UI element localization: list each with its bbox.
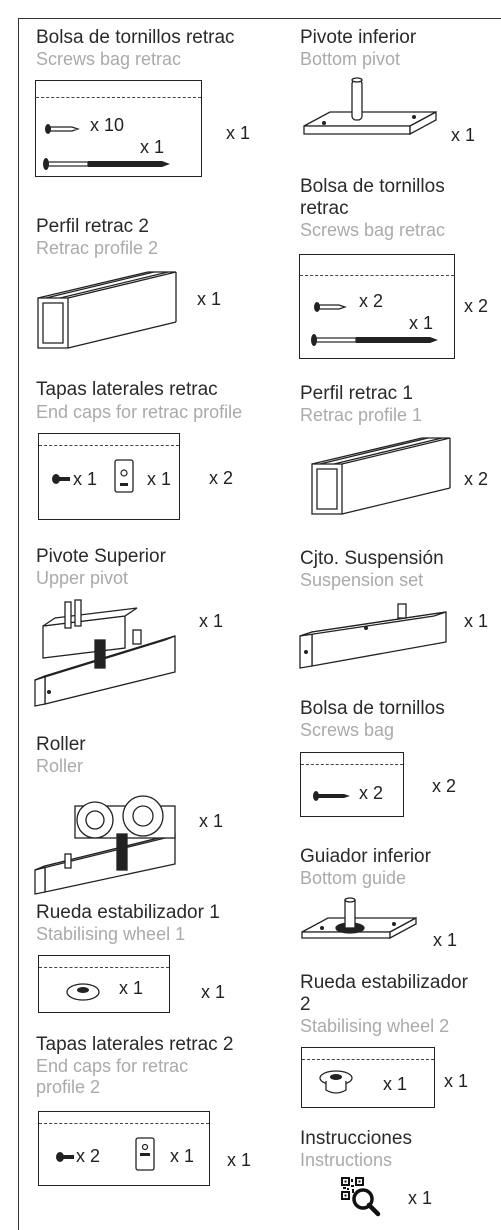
item-title: Bolsa de tornillos [300,176,445,197]
item-subtitle: Upper pivot [36,568,129,588]
screw-icon [45,124,80,134]
item-title: 2 [300,994,311,1015]
item-title: Bolsa de tornillos retrac [36,27,235,48]
end-cap-icon [135,1137,155,1171]
item-subtitle: Retrac profile 2 [36,238,159,258]
item-quantity: x 1 [199,811,224,831]
qr-magnifier-icon [341,1177,381,1217]
item-subtitle: End caps for retrac profile [36,402,243,422]
item-title: Pivote Superior [36,546,166,567]
item-title: Guiador inferior [300,846,431,867]
item-quantity: x 2 [464,296,489,316]
upper-pivot-icon [34,599,176,707]
item-subtitle: Suspension set [300,570,424,590]
item-title: Tapas laterales retrac 2 [36,1034,234,1055]
item-subtitle: Roller [36,756,84,776]
inner-quantity: x 2 [76,1146,101,1166]
washer-box: x 1 [38,955,170,1013]
item-quantity: x 1 [199,611,224,631]
item-title: Pivote inferior [300,27,417,48]
item-subtitle: Screws bag retrac [36,49,182,69]
item-quantity: x 1 [197,289,222,309]
inner-quantity: x 1 [119,978,144,998]
inner-quantity: x 2 [359,291,384,311]
item-subtitle: Bottom guide [300,868,407,888]
profile-icon [37,271,177,349]
item-subtitle: profile 2 [36,1077,101,1097]
inner-quantity: x 1 [73,469,98,489]
end-cap-icon [114,459,134,493]
item-subtitle: End caps for retrac [36,1056,189,1076]
inner-quantity: x 1 [170,1146,195,1166]
item-quantity: x 1 [464,611,489,631]
suspension-icon [299,603,447,669]
end-caps-box: x 1 x 1 [38,433,180,520]
item-quantity: x 1 [451,125,476,145]
item-title: Instrucciones [300,1128,412,1149]
small-screw-icon [52,474,70,484]
item-subtitle: Instructions [300,1150,393,1170]
inner-quantity: x 2 [359,783,384,803]
inner-quantity: x 1 [409,313,434,333]
long-screw-icon [43,158,170,170]
washer-icon [319,1070,353,1094]
washer-icon [66,983,100,1001]
item-quantity: x 2 [432,776,457,796]
item-title: Tapas laterales retrac [36,379,218,400]
item-quantity: x 2 [464,469,489,489]
roller-icon [34,795,176,895]
item-quantity: x 1 [444,1071,469,1091]
item-subtitle: Screws bag [300,720,395,740]
inner-quantity: x 10 [90,115,125,135]
item-quantity: x 1 [201,982,226,1002]
item-quantity: x 1 [408,1188,433,1208]
screw-icon [313,791,350,801]
screw-icon [314,302,347,312]
item-subtitle: Retrac profile 1 [300,405,423,425]
item-title: Bolsa de tornillos [300,698,445,719]
item-title: Roller [36,734,86,755]
item-quantity: x 2 [209,468,234,488]
inner-quantity: x 1 [383,1074,408,1094]
item-subtitle: Stabilising wheel 1 [36,924,186,944]
item-title: Rueda estabilizador [300,972,468,993]
washer-box: x 1 [301,1047,435,1108]
screws-bag-box: x 2 [300,752,404,817]
profile-icon [311,437,451,515]
page-border [18,18,501,1230]
end-caps-box-2: x 2 x 1 [38,1111,210,1186]
inner-quantity: x 1 [147,469,172,489]
item-title: retrac [300,198,349,219]
item-quantity: x 1 [226,123,251,143]
screws-bag-box: x 2 x 1 [299,254,455,359]
long-screw-icon [311,334,438,346]
item-quantity: x 1 [433,930,458,950]
small-screw-icon [56,1152,74,1162]
bottom-pivot-icon [303,77,437,136]
bottom-guide-icon [301,897,417,940]
item-title: Perfil retrac 2 [36,216,149,237]
item-title: Rueda estabilizador 1 [36,902,220,923]
item-subtitle: Bottom pivot [300,49,401,69]
screws-bag-box: x 10 x 1 [35,80,202,177]
item-title: Perfil retrac 1 [300,383,413,404]
item-quantity: x 1 [227,1150,252,1170]
inner-quantity: x 1 [140,137,165,157]
item-subtitle: Screws bag retrac [300,220,446,240]
item-subtitle: Stabilising wheel 2 [300,1016,450,1036]
item-title: Cjto. Suspensión [300,548,444,569]
